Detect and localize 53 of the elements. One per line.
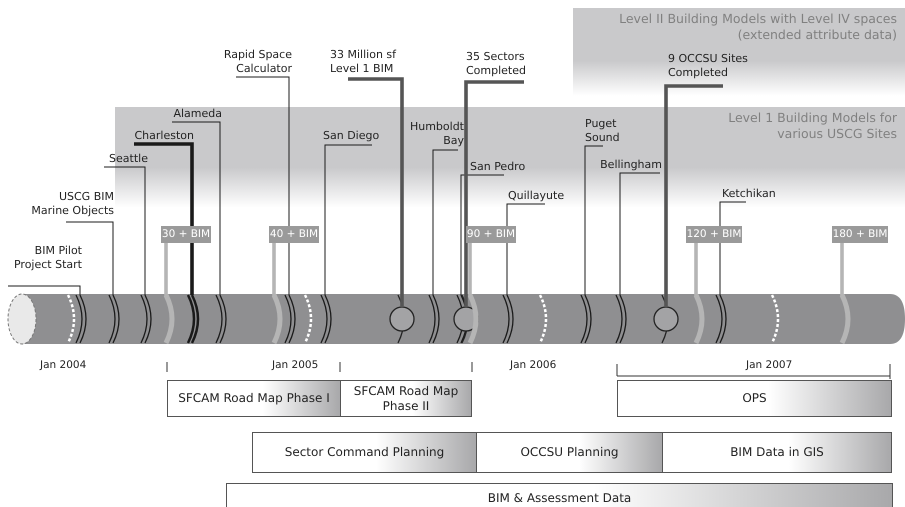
milestone-label: San Diego	[323, 129, 385, 143]
band-title: Level II Building Models with Level IV spaces (extended attribute data)	[618, 11, 897, 43]
leader-line	[840, 243, 844, 296]
milestone-label: 35 Sectors Completed	[466, 50, 540, 78]
leader-line	[8, 286, 80, 296]
leader-line	[468, 243, 472, 296]
leader-line	[584, 146, 604, 296]
year-label: Jan 2004	[40, 359, 86, 371]
year-label: Jan 2005	[272, 359, 318, 371]
count-tag: 180 + BIM	[832, 226, 888, 243]
milestone-label: Alameda	[166, 107, 222, 121]
phase-bar: BIM Data in GIS	[662, 432, 892, 473]
leader-line	[694, 243, 698, 296]
milestone-label: 9 OCCSU Sites Completed	[668, 52, 778, 80]
milestone-label: Charleston	[128, 129, 194, 143]
leader-line	[164, 243, 168, 296]
milestone-label: Seattle	[100, 152, 148, 166]
milestone-label: Bellingham	[594, 158, 662, 172]
leader-line	[432, 150, 458, 296]
leader-line	[172, 122, 220, 296]
phase-bar: OPS	[617, 380, 892, 417]
leader-line	[348, 77, 404, 307]
phase-bar: OCCSU Planning	[476, 432, 663, 473]
milestone-label: Quillayute	[508, 189, 570, 203]
phase-bar: SFCAM Road Map Phase I	[167, 380, 341, 417]
milestone-label: Ketchikan	[722, 187, 784, 201]
milestone-label: 33 Million sf Level 1 BIM	[330, 48, 410, 76]
phase-bar: Sector Command Planning	[252, 432, 477, 473]
leader-line	[236, 76, 290, 296]
milestone-label: Humboldt Bay	[400, 120, 464, 148]
leader-line	[464, 80, 524, 307]
leader-line	[324, 144, 372, 296]
milestone-label: Rapid Space Calculator	[212, 48, 292, 76]
leader-line	[664, 84, 723, 307]
year-label: Jan 2006	[510, 359, 556, 371]
count-tag: 40 + BIM	[269, 226, 319, 243]
leader-line	[620, 172, 660, 296]
milestone-label: San Pedro	[470, 160, 532, 174]
count-tag: 30 + BIM	[161, 226, 211, 243]
milestone-label: Puget Sound	[585, 117, 635, 145]
count-tag: 90 + BIM	[466, 226, 516, 243]
milestone-label: USCG BIM Marine Objects	[22, 190, 114, 218]
band-title: Level 1 Building Models for various USCG Sites	[727, 110, 897, 142]
milestone-label: BIM Pilot Project Start	[6, 244, 82, 272]
leader-line	[134, 142, 194, 295]
leader-line	[272, 243, 276, 296]
phase-bar: BIM & Assessment Data	[226, 483, 893, 507]
level-band	[573, 8, 905, 96]
leader-line	[66, 222, 114, 296]
leader-line	[460, 174, 504, 296]
count-tag: 120 + BIM	[686, 226, 742, 243]
year-label: Jan 2007	[746, 359, 792, 371]
phase-bar: SFCAM Road Map Phase II	[340, 380, 472, 417]
